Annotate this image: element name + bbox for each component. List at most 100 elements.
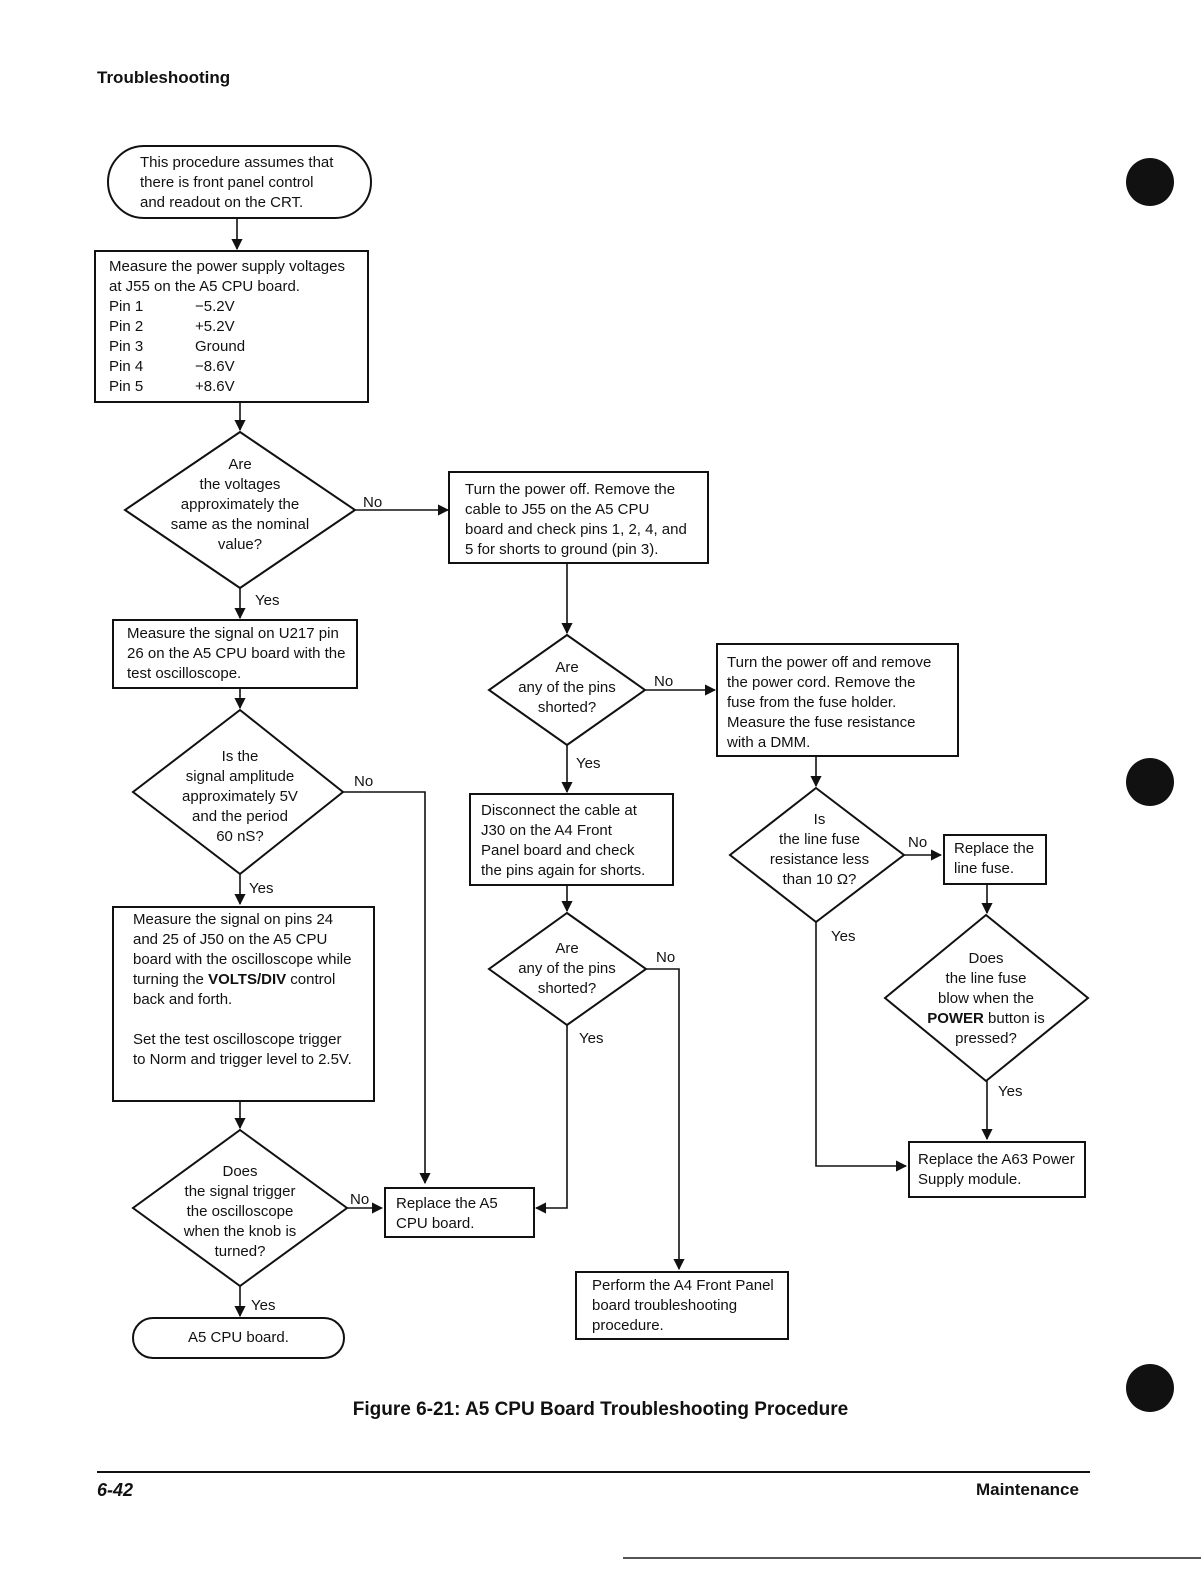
replace-a63-box: Replace the A63 Power Supply module. (908, 1141, 1086, 1198)
perform-a4-box: Perform the A4 Front Panel board trouble… (575, 1271, 789, 1340)
perform-a4-line: board troubleshooting (592, 1297, 738, 1314)
decision-fuse-resistance-line: resistance less (769, 851, 870, 868)
decision-amplitude-line: Is the (221, 748, 259, 765)
decision-pins-shorted-1-line: any of the pins (518, 679, 616, 696)
decision-voltages-line: approximately the (180, 496, 300, 513)
pin-value: −5.2V (195, 298, 235, 315)
disconnect-j30-box: Disconnect the cable at J30 on the A4 Fr… (469, 793, 674, 886)
pin-label: Pin 1 (109, 298, 144, 315)
power-off-fuse-line: fuse from the fuse holder. (727, 694, 897, 711)
binder-hole-middle (1126, 758, 1174, 806)
measure-u217-line: Measure the signal on U217 pin (127, 625, 339, 642)
disconnect-j30-line: Panel board and check (481, 842, 635, 859)
power-off-j55-line: board and check pins 1, 2, 4, and (465, 521, 687, 538)
measure-voltages-box: Measure the power supply voltages at J55… (94, 250, 369, 403)
start-terminator: This procedure assumes that there is fro… (140, 153, 333, 213)
power-off-fuse-line: Measure the fuse resistance (727, 714, 916, 731)
measure-j50-box: Measure the signal on pins 24 and 25 of … (112, 906, 375, 1102)
replace-a63-line: Replace the A63 Power (918, 1151, 1075, 1168)
power-off-fuse-line: the power cord. Remove the (727, 674, 916, 691)
pin-value: +5.2V (195, 318, 235, 335)
decision-fuse-blow-line-3: blow when the (938, 990, 1034, 1007)
decision-amplitude-line: 60 nS? (216, 828, 264, 845)
replace-fuse-line: Replace the (954, 840, 1035, 857)
decision-fuse-resistance-line: than 10 Ω? (782, 871, 857, 888)
decision-amplitude-line: approximately 5V (182, 788, 298, 805)
label-no-voltages: No (363, 494, 383, 511)
decision-fuse-resistance-text: Is the line fuse resistance less than 10… (747, 810, 892, 890)
decision-trigger-line: turned? (214, 1243, 266, 1260)
decision-trigger-line: when the knob is (183, 1223, 297, 1240)
label-yes-pins-2: Yes (579, 1030, 604, 1047)
power-off-fuse-line: with a DMM. (727, 734, 811, 751)
perform-a4-line: Perform the A4 Front Panel (592, 1277, 774, 1294)
power-off-fuse-line: Turn the power off and remove (727, 654, 932, 671)
decision-voltages-line: value? (217, 536, 263, 553)
measure-j50-line-1: Measure the signal on pins 24 (133, 911, 334, 928)
decision-voltages-text: Are the voltages approximately the same … (140, 455, 340, 555)
decision-voltages-line: Are (228, 456, 252, 473)
measure-j50-line-5: back and forth. (133, 991, 233, 1008)
disconnect-j30-line: Disconnect the cable at (481, 802, 637, 819)
binder-hole-bottom (1126, 1364, 1174, 1412)
chapter-name: Maintenance (976, 1480, 1079, 1499)
decision-trigger-line: Does (222, 1163, 258, 1180)
disconnect-j30-line: J30 on the A4 Front (481, 822, 612, 839)
start-line-1: This procedure assumes that (140, 154, 334, 171)
pin-row: Pin 4 −8.6V (109, 357, 363, 377)
decision-fuse-blow-line-4-post: button is (983, 1010, 1045, 1027)
label-yes-amplitude: Yes (249, 880, 274, 897)
label-yes-fuse-resistance: Yes (831, 928, 856, 945)
start-line-3: and readout on the CRT. (140, 194, 304, 211)
measure-j50-line-2: and 25 of J50 on the A5 CPU (133, 931, 328, 948)
decision-fuse-blow-shape (883, 913, 1090, 1083)
measure-j50-line-4-post: control (286, 971, 336, 988)
decision-fuse-resistance-line: Is (813, 811, 826, 828)
measure-u217-line: test oscilloscope. (127, 665, 242, 682)
end-terminator-text: A5 CPU board. (188, 1329, 289, 1346)
decision-pins-shorted-1-text: Are any of the pins shorted? (497, 658, 637, 718)
footer-divider (97, 1471, 1090, 1473)
decision-fuse-blow-text: Does the line fuse blow when the POWER b… (906, 949, 1066, 1049)
decision-fuse-blow-line-4: POWER button is (906, 1009, 1066, 1029)
decision-pins-shorted-2-line: shorted? (537, 980, 597, 997)
decision-pins-shorted-2-text: Are any of the pins shorted? (497, 939, 637, 999)
measure-j50-line-6: Set the test oscilloscope trigger (133, 1031, 342, 1048)
page-number: 6-42 (97, 1480, 134, 1500)
pin-label: Pin 4 (109, 358, 144, 375)
pin-label: Pin 3 (109, 338, 144, 355)
label-no-amplitude: No (354, 773, 374, 790)
power-off-fuse-box: Turn the power off and remove the power … (716, 643, 959, 757)
decision-trigger-text: Does the signal trigger the oscilloscope… (140, 1162, 340, 1262)
measure-u217-box: Measure the signal on U217 pin 26 on the… (112, 619, 358, 689)
decision-amplitude-line: and the period (192, 808, 288, 825)
pin-label: Pin 2 (109, 318, 144, 335)
replace-a5-line: CPU board. (396, 1215, 475, 1232)
pin-value: +8.6V (195, 378, 235, 395)
replace-a63-line: Supply module. (918, 1171, 1022, 1188)
start-line-2: there is front panel control (140, 174, 314, 191)
replace-fuse-line: line fuse. (954, 860, 1015, 877)
decision-pins-shorted-2-line: Are (555, 940, 579, 957)
power-off-j55-line: Turn the power off. Remove the (465, 481, 676, 498)
paragraph-gap (133, 1010, 373, 1030)
disconnect-j30-line: the pins again for shorts. (481, 862, 646, 879)
power-off-j55-box: Turn the power off. Remove the cable to … (448, 471, 709, 564)
decision-pins-shorted-2-line: any of the pins (518, 960, 616, 977)
decision-trigger-line: the signal trigger (184, 1183, 296, 1200)
pin-value: Ground (195, 338, 246, 355)
replace-fuse-box: Replace the line fuse. (943, 834, 1047, 885)
measure-j50-line-3: board with the oscilloscope while (133, 951, 352, 968)
decision-amplitude-line: signal amplitude (185, 768, 295, 785)
measure-voltages-line-2: at J55 on the A5 CPU board. (109, 278, 300, 295)
end-terminator-shape (132, 1317, 345, 1359)
pin-row: Pin 2 +5.2V (109, 317, 363, 337)
label-yes-pins-1: Yes (576, 755, 601, 772)
decision-fuse-blow-line-2: the line fuse (945, 970, 1027, 987)
label-no-pins-1: No (654, 673, 674, 690)
decision-fuse-resistance-line: the line fuse (779, 831, 860, 848)
power-button-name: POWER (927, 1010, 984, 1027)
pin-value: −8.6V (195, 358, 235, 375)
measure-j50-line-4-pre: turning the (133, 971, 209, 988)
replace-a5-box: Replace the A5 CPU board. (384, 1187, 535, 1238)
